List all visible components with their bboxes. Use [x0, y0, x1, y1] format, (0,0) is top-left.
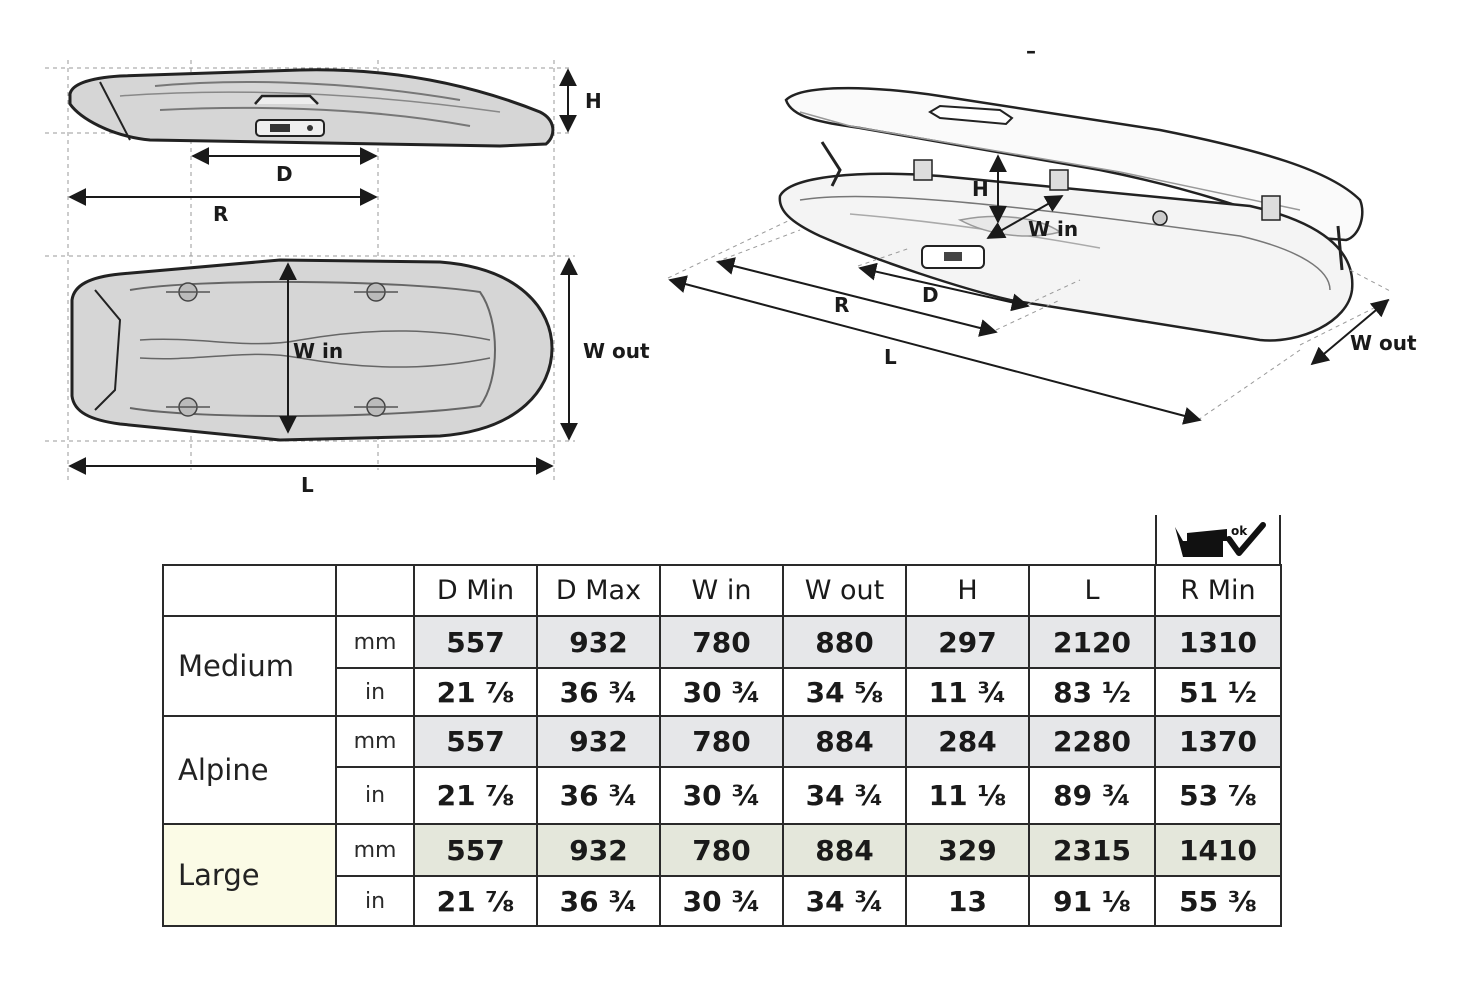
header-cell [162, 564, 337, 617]
side-h-label: H [585, 89, 602, 113]
header-cell [335, 564, 415, 617]
plan-view: W in W out L [45, 255, 650, 497]
table-row: in 21 ⅞ 36 ¾ 30 ¾ 34 ¾ 13 91 ⅛ 55 ⅜ [163, 875, 1282, 927]
value-cell: 880 [782, 615, 907, 669]
iso-l-label: L [884, 345, 897, 369]
iso-w-in-label: W in [1028, 217, 1078, 241]
header-r-min: R Min [1154, 564, 1282, 617]
table-row: in 21 ⅞ 36 ¾ 30 ¾ 34 ¾ 11 ⅛ 89 ¾ 53 ⅞ [163, 766, 1282, 825]
roof-box-diagrams: H D R W in W out L [45, 39, 1417, 497]
opening-clearance-ok-icon: ok [1175, 522, 1266, 557]
table-header-row: D Min D Max W in W out H L R Min [162, 564, 1282, 617]
value-cell: 53 ⅞ [1154, 766, 1282, 825]
value-cell: 34 ¾ [782, 875, 907, 927]
value-cell: 780 [659, 715, 784, 768]
header-w-in: W in [659, 564, 784, 617]
value-cell: 30 ¾ [659, 766, 784, 825]
value-cell: 1310 [1154, 615, 1282, 669]
value-cell: 780 [659, 823, 784, 877]
value-cell: 36 ¾ [536, 875, 661, 927]
unit-cell: mm [335, 715, 415, 768]
value-cell: 297 [905, 615, 1030, 669]
value-cell: 2280 [1028, 715, 1156, 768]
value-cell: 932 [536, 715, 661, 768]
value-cell: 21 ⅞ [413, 766, 538, 825]
value-cell: 36 ¾ [536, 766, 661, 825]
table-row: Medium mm 557 932 780 880 297 2120 1310 [162, 615, 1282, 717]
header-l: L [1028, 564, 1156, 617]
value-cell: 34 ¾ [782, 766, 907, 825]
rmin-icon-cell: ok [1155, 515, 1281, 565]
table-row: Alpine mm 557 932 780 884 284 2280 1370 [162, 715, 1282, 825]
model-alpine: Alpine [162, 715, 337, 825]
unit-cell: mm [335, 823, 415, 877]
unit-cell: mm [335, 615, 415, 669]
value-cell: 557 [413, 715, 538, 768]
plan-w-out-label: W out [583, 339, 650, 363]
ok-badge: ok [1231, 524, 1248, 538]
value-cell: 284 [905, 715, 1030, 768]
iso-d-label: D [922, 283, 939, 307]
model-large: Large [162, 823, 337, 927]
value-cell: 55 ⅜ [1154, 875, 1282, 927]
dimensions-table: D Min D Max W in W out H L R Min Medium … [162, 564, 1282, 927]
iso-w-out-label: W out [1350, 331, 1417, 355]
value-cell: 1410 [1154, 823, 1282, 877]
value-cell: 21 ⅞ [413, 875, 538, 927]
lid-handle [254, 94, 319, 105]
value-cell: 11 ⅛ [905, 766, 1030, 825]
table-row: in 21 ⅞ 36 ¾ 30 ¾ 34 ⅝ 11 ¾ 83 ½ 51 ½ [163, 667, 1282, 717]
value-cell: 51 ½ [1154, 667, 1282, 717]
value-cell: 89 ¾ [1028, 766, 1156, 825]
value-cell: 91 ⅛ [1028, 875, 1156, 927]
plan-l-label: L [301, 473, 314, 497]
plan-view-box [70, 258, 554, 442]
dash-mark: – [1026, 39, 1036, 63]
side-view: H D R [45, 60, 602, 480]
value-cell: 36 ¾ [536, 667, 661, 717]
value-cell: 21 ⅞ [413, 667, 538, 717]
value-cell: 13 [905, 875, 1030, 927]
side-view-box [68, 68, 555, 148]
value-cell: 780 [659, 615, 784, 669]
value-cell: 884 [782, 715, 907, 768]
header-d-min: D Min [413, 564, 538, 617]
value-cell: 11 ¾ [905, 667, 1030, 717]
value-cell: 2120 [1028, 615, 1156, 669]
iso-h-label: H [972, 177, 989, 201]
value-cell: 1370 [1154, 715, 1282, 768]
iso-r-label: R [834, 293, 849, 317]
value-cell: 30 ¾ [659, 875, 784, 927]
plan-w-in-label: W in [293, 339, 343, 363]
unit-cell: in [335, 875, 415, 927]
value-cell: 557 [413, 615, 538, 669]
value-cell: 2315 [1028, 823, 1156, 877]
value-cell: 329 [905, 823, 1030, 877]
value-cell: 34 ⅝ [782, 667, 907, 717]
value-cell: 932 [536, 615, 661, 669]
side-d-label: D [276, 162, 293, 186]
header-w-out: W out [782, 564, 907, 617]
value-cell: 884 [782, 823, 907, 877]
table-row: Large mm 557 932 780 884 329 2315 1410 [162, 823, 1282, 927]
unit-cell: in [335, 667, 415, 717]
value-cell: 30 ¾ [659, 667, 784, 717]
model-medium: Medium [162, 615, 337, 717]
header-d-max: D Max [536, 564, 661, 617]
value-cell: 83 ½ [1028, 667, 1156, 717]
unit-cell: in [335, 766, 415, 825]
value-cell: 557 [413, 823, 538, 877]
side-r-label: R [213, 202, 228, 226]
header-h: H [905, 564, 1030, 617]
value-cell: 932 [536, 823, 661, 877]
isometric-view: – [667, 39, 1417, 425]
